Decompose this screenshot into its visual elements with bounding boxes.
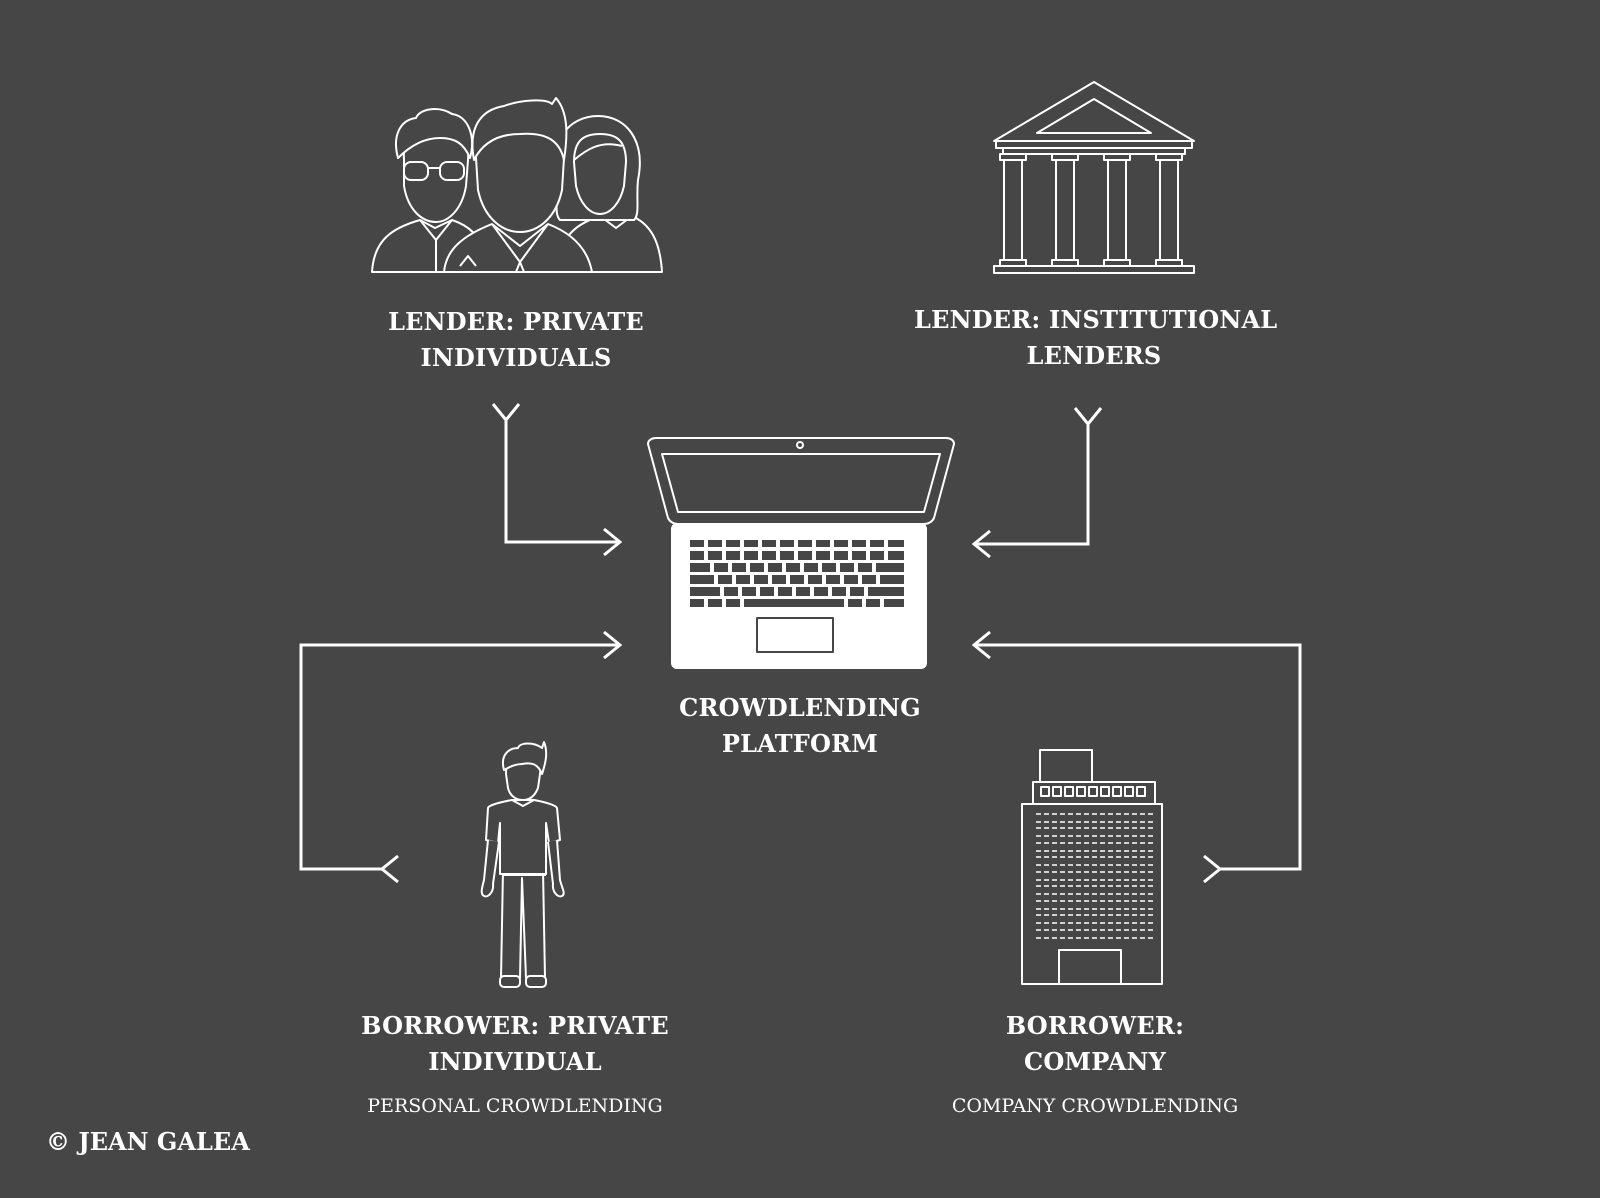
person-icon: [480, 741, 565, 988]
lender-institutional-label: LENDER: INSTITUTIONAL LENDERS: [914, 302, 1278, 374]
laptop-icon: [647, 437, 955, 669]
bank-building-icon: [993, 81, 1195, 274]
borrower-private-caption: PERSONAL CROWDLENDING: [367, 1095, 663, 1117]
platform-line2: PLATFORM: [721, 729, 879, 758]
arrow-platform-to-private-lender: [506, 420, 620, 542]
office-building-icon: [1021, 749, 1163, 985]
borrower-private-label: BORROWER: PRIVATE INDIVIDUAL: [360, 1008, 670, 1080]
borrower-private-line2: INDIVIDUAL: [428, 1047, 602, 1076]
borrower-private-line1: BORROWER: PRIVATE: [361, 1011, 669, 1040]
lender-private-label: LENDER: PRIVATE INDIVIDUALS: [366, 304, 666, 376]
arrow-company-borrower-to-platform: [974, 645, 1302, 869]
platform-line1: CROWDLENDING: [679, 693, 921, 722]
copyright-notice: © JEAN GALEA: [46, 1127, 250, 1156]
people-group-icon: [371, 97, 663, 273]
arrow-platform-to-institutional-lender: [974, 424, 1088, 544]
lender-private-line1: LENDER: PRIVATE: [388, 307, 644, 336]
borrower-company-caption: COMPANY CROWDLENDING: [951, 1095, 1239, 1117]
borrower-company-label: BORROWER: COMPANY: [950, 1008, 1240, 1080]
platform-label: CROWDLENDING PLATFORM: [660, 690, 940, 762]
lender-private-line2: INDIVIDUALS: [420, 343, 612, 372]
arrow-private-borrower-to-platform: [299, 645, 620, 869]
borrower-company-line1: BORROWER:: [1005, 1011, 1185, 1040]
lender-institutional-line1: LENDER: INSTITUTIONAL: [914, 305, 1278, 334]
lender-institutional-line2: LENDERS: [1026, 341, 1162, 370]
borrower-company-line2: COMPANY: [1024, 1047, 1166, 1076]
